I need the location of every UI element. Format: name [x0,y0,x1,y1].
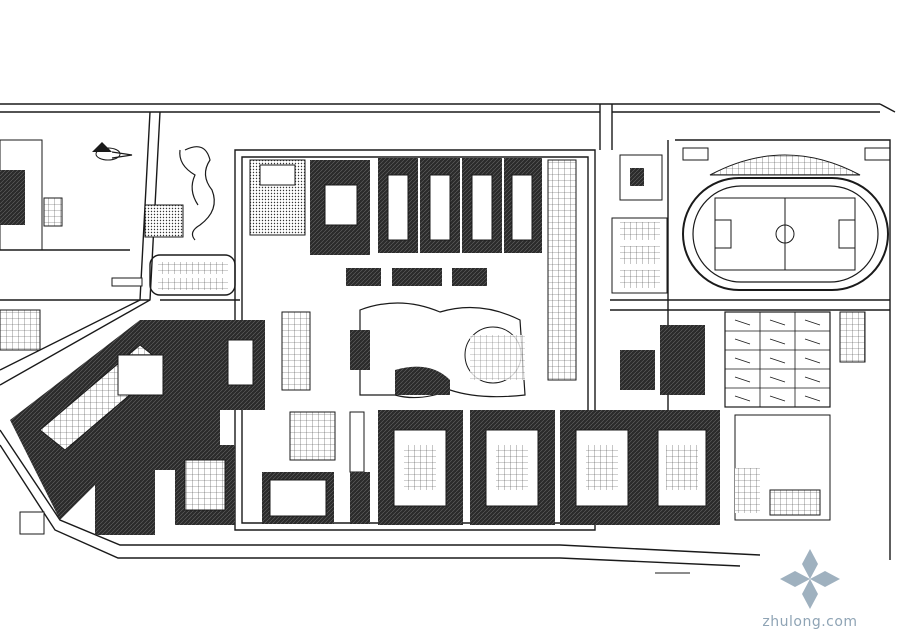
sports-stadium [682,147,891,291]
winding-garden-path [179,146,215,241]
snowflake-logo-icon [780,549,840,609]
tennis-court-grid [724,311,866,408]
east-courts-area [611,154,705,395]
southeast-courts [734,414,831,521]
entry-pavilions [111,204,236,296]
central-landscape-plaza [281,302,526,473]
watermark: zhulong.com [750,544,870,634]
north-arrow-icon [92,142,133,161]
south-dormitory-row [378,410,720,525]
watermark-text: zhulong.com [762,614,858,630]
southwest-residential-cluster [10,320,370,535]
north-academic-complex [249,158,577,381]
west-edge-buildings [0,139,63,351]
